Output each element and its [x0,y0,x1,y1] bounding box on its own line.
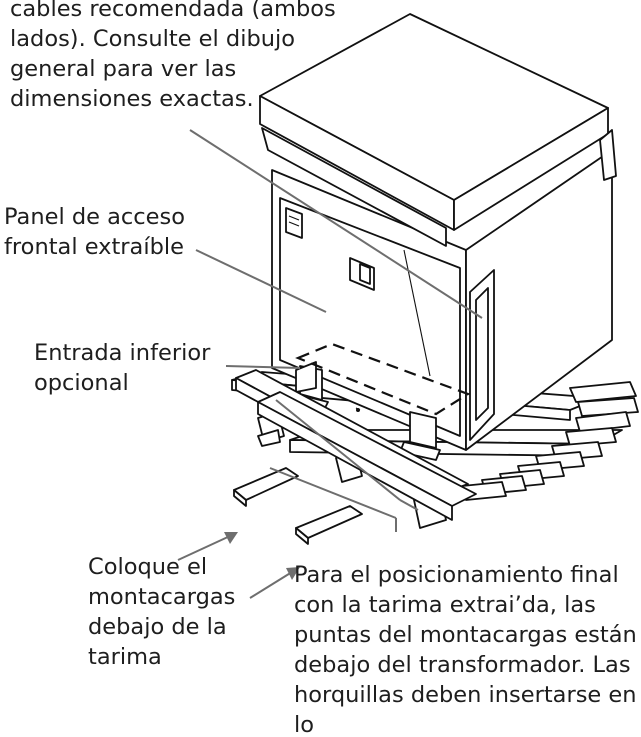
leader-line [195,249,327,313]
arrow-icon [177,532,238,561]
forklift-fork [233,467,363,545]
leader-line [225,365,301,369]
bottom-entry-label: Entrada inferior opcional [34,340,211,396]
side-access-panel [469,269,495,441]
arrow-icon [249,567,300,599]
leader-line [189,129,483,319]
cable-entry-label: cables recomendada (ambos lados). Consul… [10,0,336,112]
nameplate-icon [285,207,303,239]
leader-line [399,499,419,511]
leader-line [269,467,397,519]
final-position-label: Para el posicionamiento final con la tar… [294,562,637,737]
forklift-placement-label: Coloque el montacargas debajo de la tari… [88,554,236,670]
bottom-entry-outline [295,342,471,416]
front-panel-label: Panel de acceso frontal extraíble [4,204,185,260]
leader-line [275,399,401,501]
enclosure-roof [259,13,617,247]
pallet-slats [461,381,639,501]
